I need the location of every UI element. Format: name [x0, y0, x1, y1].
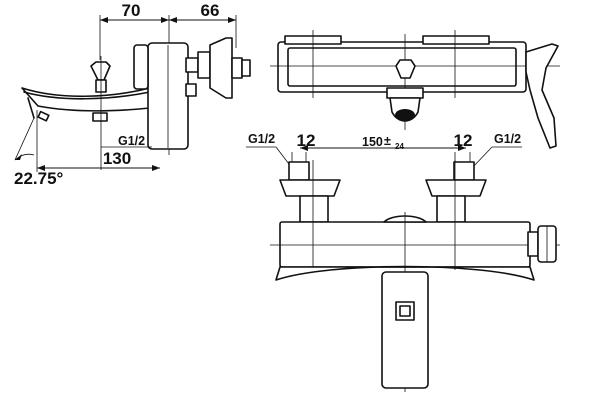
- dim-label-70: 70: [122, 1, 141, 20]
- leader-g12-right: [471, 146, 493, 169]
- arrow: [228, 17, 236, 23]
- arrow: [161, 17, 169, 23]
- arrow: [100, 17, 108, 23]
- side-aerator: [37, 110, 50, 122]
- side-view: 70 66 130 G1/2: [14, 1, 251, 188]
- front-spout-knob: [395, 301, 415, 321]
- top-knob: [395, 59, 416, 79]
- front-spout-knob-inner: [399, 305, 411, 317]
- arrow: [152, 165, 160, 171]
- side-nut: [197, 51, 211, 79]
- top-cap-right: [422, 35, 490, 45]
- top-aerator-mesh: [395, 109, 415, 121]
- thread-label-front-left: G1/2: [248, 132, 275, 146]
- dim-tolerance-sign: ±: [384, 134, 391, 148]
- front-inlet-left-top: [288, 161, 310, 181]
- arrow: [458, 145, 466, 151]
- arrow: [169, 17, 177, 23]
- angle-line: [14, 117, 35, 161]
- front-handle-neck: [527, 231, 539, 257]
- front-view: 150 ± 24 12 12 G1/2 G1/2: [246, 131, 560, 392]
- arrow: [37, 165, 45, 171]
- thread-label-side: G1/2: [118, 134, 145, 148]
- dim-tolerance-value: 24: [395, 142, 404, 151]
- front-inlet-right-nut: [425, 179, 487, 197]
- front-inlet-right-top: [453, 161, 475, 181]
- top-outlet-plate: [386, 87, 424, 99]
- dim-label-12-right: 12: [454, 131, 473, 150]
- dim-label-130: 130: [103, 149, 131, 168]
- side-spout-inner: [23, 91, 151, 100]
- dim-label-12-left: 12: [297, 131, 316, 150]
- side-thread-end: [241, 59, 251, 77]
- side-outlet: [92, 112, 108, 122]
- side-body-cap: [133, 44, 149, 90]
- side-connector: [185, 57, 199, 73]
- top-body-inner: [287, 47, 517, 87]
- side-flange: [209, 37, 233, 99]
- top-view: [270, 30, 560, 149]
- arrow: [15, 154, 22, 160]
- front-body-base: [275, 265, 535, 281]
- side-spout-tip: [27, 97, 35, 119]
- side-thread: [231, 57, 243, 79]
- front-inlet-left-body: [299, 195, 329, 223]
- thread-label-front-right: G1/2: [494, 132, 521, 146]
- front-inlet-left-nut: [279, 179, 341, 197]
- angle-label: 22.75°: [14, 169, 64, 188]
- arrow: [300, 145, 308, 151]
- side-connector-2: [185, 83, 197, 97]
- dim-label-150: 150: [362, 135, 383, 149]
- front-inlet-right-body: [436, 195, 466, 223]
- front-spout: [381, 271, 429, 389]
- top-handle-lever: [525, 43, 559, 149]
- dim-label-66: 66: [201, 1, 220, 20]
- side-handle-knob: [90, 61, 111, 81]
